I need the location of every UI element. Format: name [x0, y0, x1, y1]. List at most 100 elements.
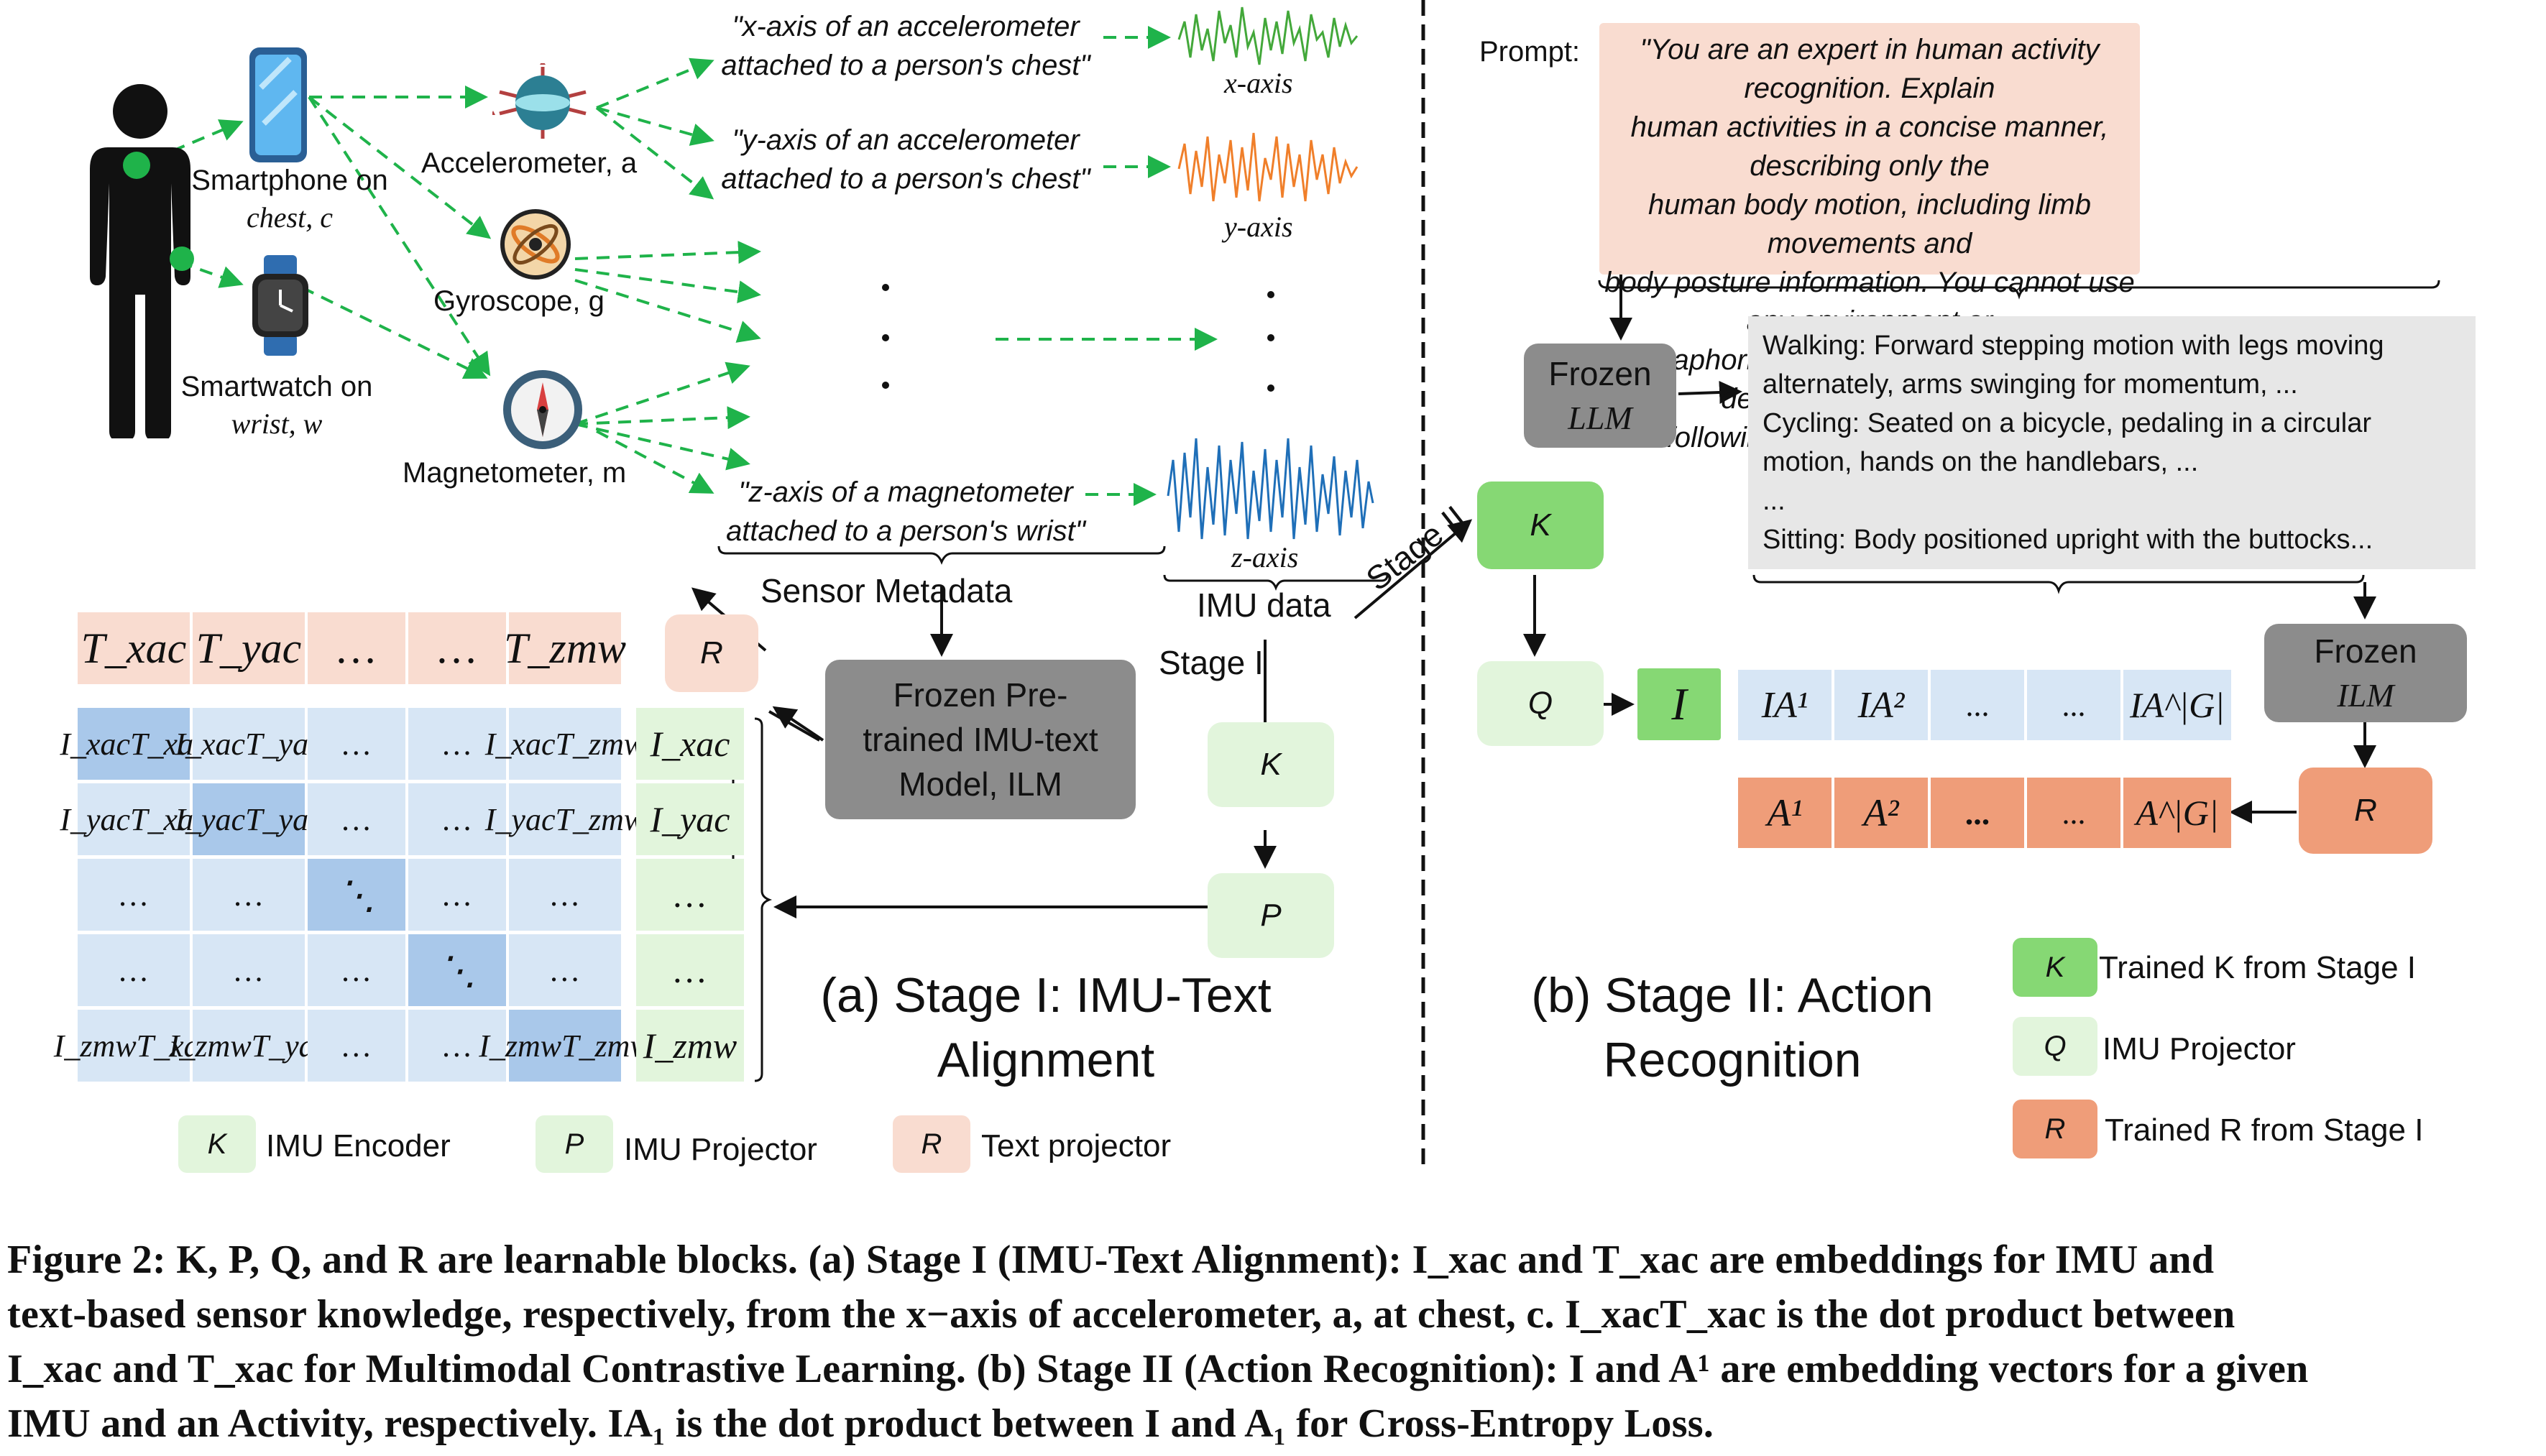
- legend2-trained-k: Trained K from Stage I: [2099, 950, 2417, 985]
- matrix-cell: I_yacT_yac: [175, 783, 323, 855]
- text-cell-value: T_yac: [196, 624, 302, 672]
- ilm2-line2: ILM: [2337, 676, 2394, 714]
- legend-text-projector: Text projector: [981, 1128, 1172, 1164]
- legend-k-swatch: K: [178, 1115, 256, 1173]
- quote-x-line2: attached to a person's chest": [721, 50, 1090, 81]
- matrix-cell: I_zmwT_xac: [54, 1010, 213, 1082]
- matrix-cell: I_xacT_yac: [175, 708, 323, 780]
- a-cell-value: A¹: [1767, 791, 1803, 834]
- imu-projector-q-box: Q: [1477, 661, 1604, 746]
- ilm-line3: Model, ILM: [899, 765, 1062, 803]
- imu-cell: I_xac: [636, 708, 744, 780]
- a-cell: A¹: [1738, 778, 1832, 848]
- desc-line1: Walking: Forward stepping motion with le…: [1763, 331, 2384, 361]
- legend-p-swatch: P: [536, 1115, 613, 1173]
- quote-y-line1: "y-axis of an accelerometer: [732, 124, 1080, 156]
- smartwatch-icon: [252, 255, 308, 356]
- text-cell-value: …: [337, 624, 376, 672]
- quote-x-line1: "x-axis of an accelerometer: [732, 11, 1080, 42]
- matrix-cell-value: I_zmwT_zmw: [479, 1028, 651, 1064]
- matrix-cell-value: I_yacT_yac: [175, 801, 323, 837]
- smartphone-icon: [249, 47, 307, 162]
- matrix-cell-value: I_zmwT_xac: [53, 1028, 214, 1064]
- x-axis-signal: [1177, 6, 1359, 65]
- matrix-cell: …: [408, 708, 506, 780]
- quote-z-line1: "z-axis of a magnetometer: [738, 476, 1073, 508]
- matrix-cell-value: ⋱: [337, 873, 376, 917]
- z-axis-label: z-axis: [1231, 541, 1299, 573]
- matrix-cell: …: [509, 859, 621, 931]
- caption-line4: IMU and an Activity, respectively. IA₁ i…: [7, 1401, 1714, 1446]
- imu-cell: …: [636, 934, 744, 1006]
- imu-data-label: IMU data: [1197, 586, 1331, 624]
- ilm-line2: trained IMU-text: [863, 721, 1098, 758]
- activity-descriptions-box: Walking: Forward stepping motion with le…: [1748, 316, 2476, 569]
- imu-cell-value: I_yac: [650, 799, 730, 839]
- ia-cell-value: IA¹: [1761, 684, 1809, 726]
- matrix-cell: …: [193, 859, 305, 931]
- imu-cell-value: I_zmw: [643, 1026, 737, 1066]
- matrix-cell: ⋱: [408, 934, 506, 1006]
- i-label: I: [1671, 678, 1687, 729]
- matrix-cell-value: …: [342, 801, 371, 837]
- matrix-cell-value: I_xacT_xac: [60, 726, 208, 762]
- matrix-cell: I_yacT_zmw: [485, 783, 645, 855]
- matrix-cell: …: [308, 708, 405, 780]
- matrix-cell-value: …: [234, 952, 263, 988]
- prompt-label: Prompt:: [1479, 36, 1581, 68]
- similarity-matrix: I_xacT_xac I_xacT_yac … … I_xacT_zmw I_y…: [54, 708, 651, 1082]
- matrix-cell: …: [308, 934, 405, 1006]
- prompt-line3: human body motion, including limb moveme…: [1648, 189, 2091, 259]
- matrix-cell-value: …: [342, 726, 371, 762]
- legend-imu-encoder: IMU Encoder: [266, 1128, 451, 1164]
- prompt-line1: "You are an expert in human activity rec…: [1640, 34, 2100, 104]
- connector-layer: [172, 0, 2440, 1164]
- legend-r-swatch: R: [893, 1115, 970, 1173]
- matrix-cell: …: [78, 934, 190, 1006]
- text-cell-value: T_zmw: [503, 624, 627, 672]
- legend2-r-swatch: R: [2013, 1100, 2097, 1158]
- smartphone-label-line2: chest, c: [247, 201, 333, 234]
- legend2-q-swatch: Q: [2013, 1017, 2097, 1076]
- k-label: K: [1260, 747, 1282, 782]
- ia-cell-value: IA²: [1857, 684, 1905, 726]
- imu-projector-p-box: P: [1208, 873, 1334, 958]
- a-cell: A^|G|: [2123, 778, 2231, 848]
- imu-embedding-column: I_xac I_yac … … I_zmw: [636, 708, 744, 1082]
- matrix-cell: I_zmwT_yac: [169, 1010, 328, 1082]
- text-projector-r-box: R: [665, 614, 758, 692]
- text-cell-value: …: [438, 624, 477, 672]
- a-cell: ...: [2027, 778, 2120, 848]
- stage2-title: (b) Stage II: Action Recognition: [1502, 963, 1962, 1092]
- matrix-cell-value: I_yacT_xac: [60, 801, 208, 837]
- matrix-cell-value: I_xacT_zmw: [484, 726, 645, 762]
- matrix-cell-value: …: [342, 952, 371, 988]
- legend2-trained-r: Trained R from Stage I: [2105, 1112, 2424, 1148]
- matrix-cell-value: I_zmwT_yac: [168, 1028, 329, 1064]
- a-cell: ...: [1931, 778, 2024, 848]
- matrix-cell: …: [193, 934, 305, 1006]
- stage2-title-line1: (b) Stage II: Action: [1531, 968, 1934, 1023]
- legend2-k-swatch: K: [2013, 938, 2097, 997]
- matrix-cell: I_xacT_xac: [60, 708, 208, 780]
- ia-cell: IA¹: [1738, 670, 1832, 740]
- human-silhouette-icon: [90, 84, 194, 438]
- llm-line1: Frozen: [1548, 354, 1652, 392]
- stage2-title-line2: Recognition: [1603, 1033, 1862, 1087]
- accelerometer-label: Accelerometer, a: [421, 147, 638, 179]
- matrix-cell: …: [509, 934, 621, 1006]
- a-cell-value: A²: [1863, 791, 1899, 834]
- legend2-r-letter: R: [2044, 1112, 2066, 1145]
- a-cell-value: ...: [2062, 795, 2086, 831]
- y-axis-signal: [1177, 132, 1359, 202]
- gyroscope-label: Gyroscope, g: [433, 285, 605, 317]
- legend-imu-projector: IMU Projector: [624, 1132, 817, 1167]
- ilm-line1: Frozen Pre-: [893, 676, 1068, 714]
- stage1-title-line1: (a) Stage I: IMU-Text: [820, 968, 1272, 1023]
- trained-k-box: K: [1477, 482, 1604, 569]
- quote-y-line2: attached to a person's chest": [721, 163, 1090, 195]
- imu-cell: I_yac: [636, 783, 744, 855]
- quote-z-line2: attached to a person's wrist": [726, 515, 1085, 547]
- ia-cell: ...: [1931, 670, 2024, 740]
- matrix-cell: …: [308, 783, 405, 855]
